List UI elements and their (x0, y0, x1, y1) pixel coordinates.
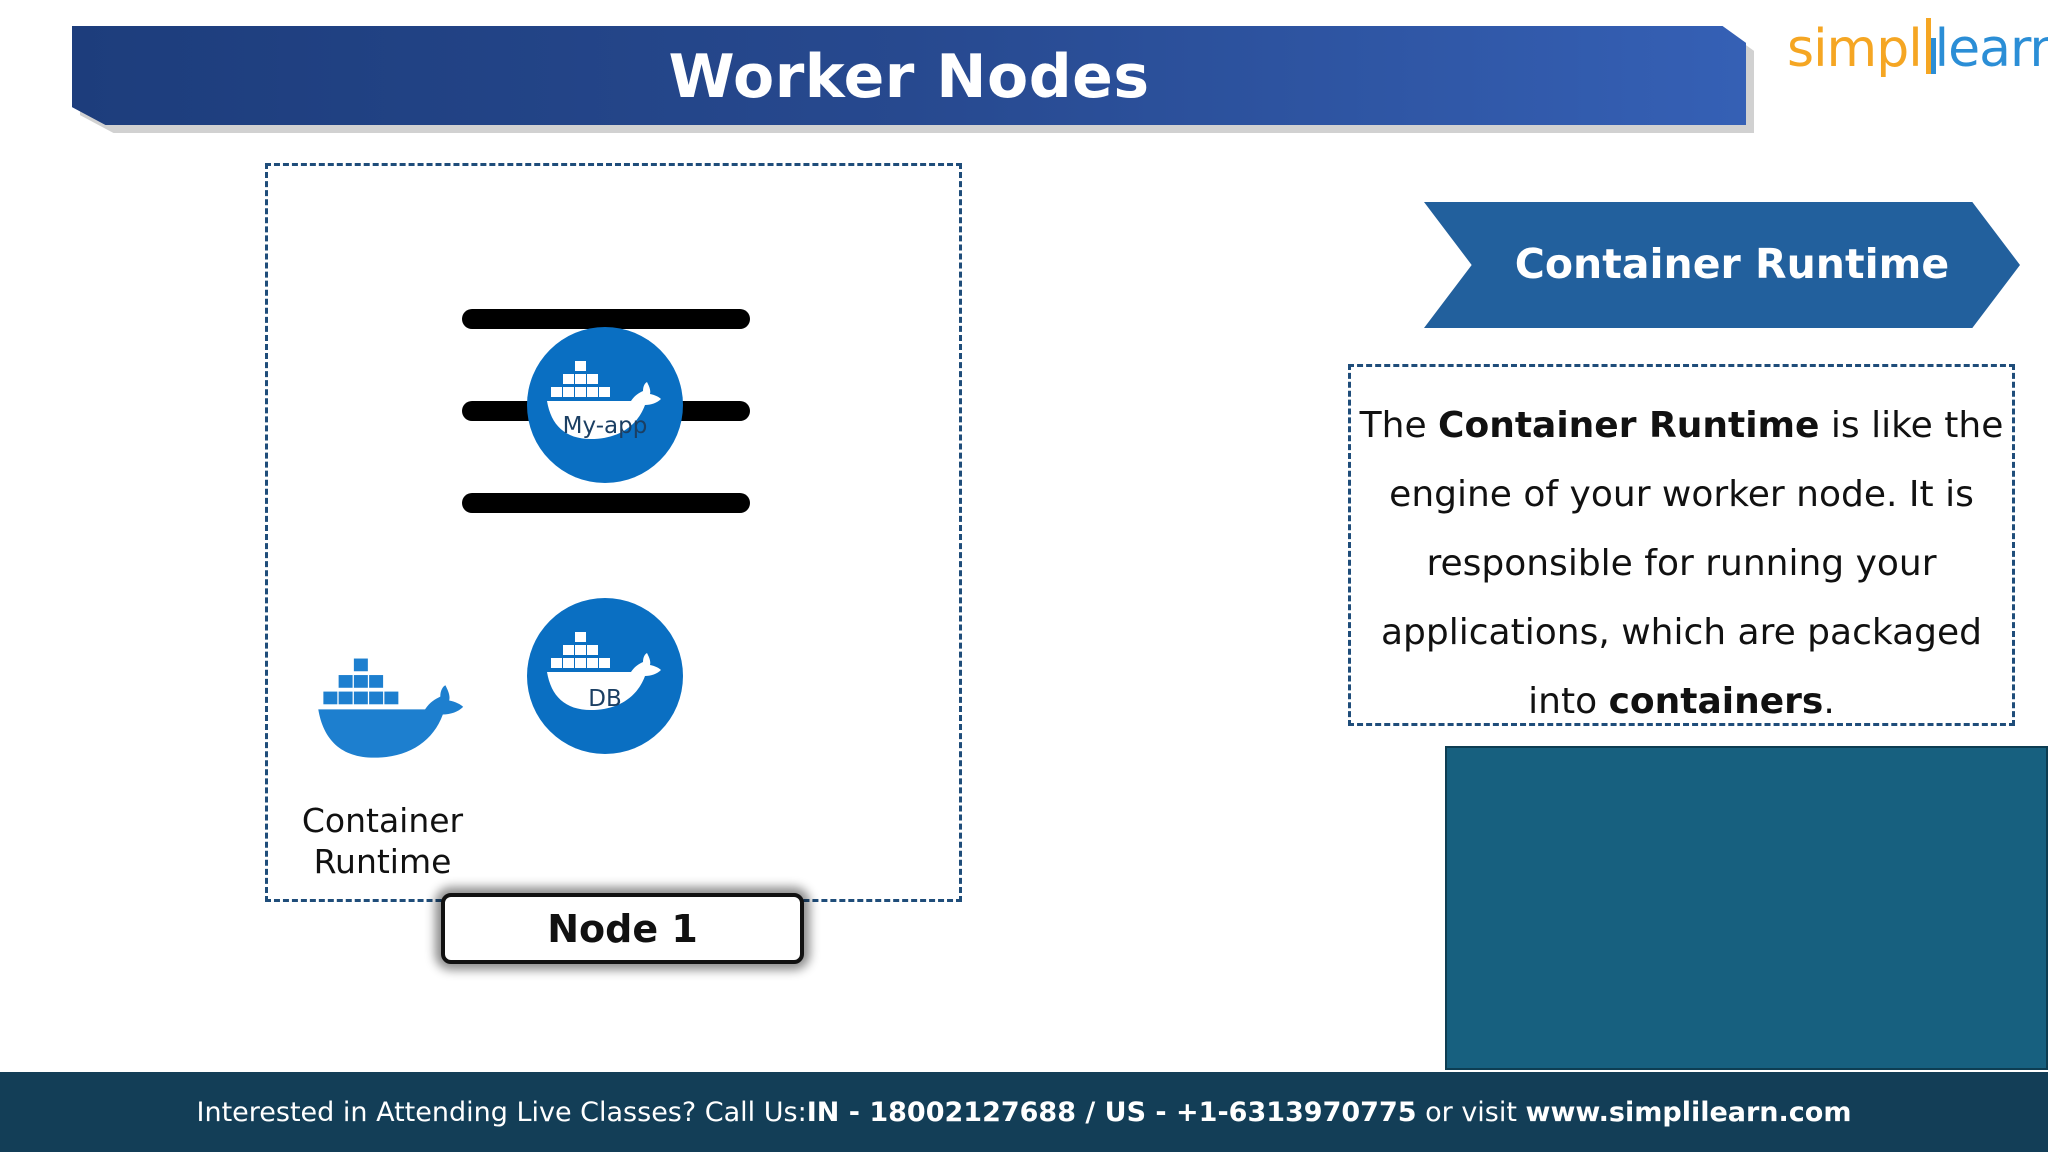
app-container: My-app (527, 327, 683, 483)
node-boundary (265, 163, 962, 902)
description-box: The Container Runtime is like the engine… (1348, 364, 2015, 726)
desc-text-2: is like the engine of your worker node. … (1380, 405, 2004, 722)
desc-text-3: . (1823, 681, 1835, 722)
app-container-label: My-app (562, 413, 648, 439)
runtime-label-line2: Runtime (313, 842, 452, 881)
logo-bar-icon (1925, 18, 1936, 74)
footer-text-1: Interested in Attending Live Classes? Ca… (196, 1096, 807, 1128)
logo-text-part2: learn (1934, 19, 2048, 79)
db-container: DB (527, 598, 683, 754)
footer-text-2: or visit (1416, 1096, 1526, 1128)
section-arrow-banner: Container Runtime (1424, 202, 2020, 328)
logo-text-part1: simpl (1787, 19, 1923, 79)
pod-bar-bottom (462, 493, 750, 513)
runtime-label-line1: Container (301, 801, 464, 840)
desc-bold-1: Container Runtime (1438, 405, 1820, 446)
section-title: Container Runtime (1514, 240, 1950, 288)
node-label: Node 1 (441, 893, 804, 964)
docker-whale-icon (547, 632, 661, 710)
docker-whale-icon (547, 361, 661, 439)
presenter-video-panel (1445, 746, 2048, 1070)
desc-bold-2: containers (1608, 681, 1824, 722)
footer-website-link[interactable]: www.simplilearn.com (1525, 1096, 1852, 1128)
db-container-label: DB (588, 686, 622, 712)
footer-banner: Interested in Attending Live Classes? Ca… (0, 1072, 2048, 1152)
container-runtime-label: Container Runtime (275, 800, 490, 882)
pod-bar-top (462, 309, 750, 329)
page-title: Worker Nodes (668, 42, 1150, 112)
desc-text-1: The (1359, 405, 1439, 446)
footer-phone-numbers: IN - 18002127688 / US - +1-6313970775 (806, 1096, 1417, 1128)
title-banner: Worker Nodes (72, 26, 1746, 125)
docker-runtime-icon (318, 658, 464, 758)
